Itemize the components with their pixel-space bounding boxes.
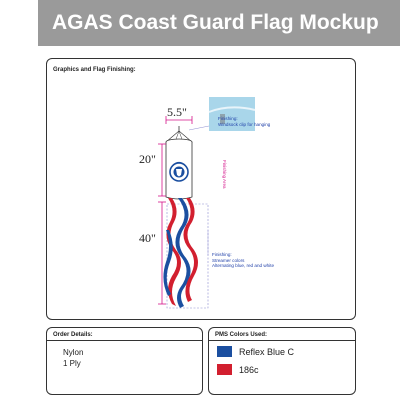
pms-colors-panel: PMS Colors Used: Reflex Blue C 186c <box>208 327 356 395</box>
clip-note-heading: Finishing: <box>218 116 238 121</box>
windsock-clip-photo <box>208 97 256 131</box>
order-details-title: Order Details: <box>53 332 93 338</box>
color-swatch-reflex-blue <box>217 346 232 357</box>
width-dimension <box>165 116 193 124</box>
order-details-panel: Order Details: Nylon 1 Ply <box>46 327 203 395</box>
clip-note-body: Windsock clip for hanging <box>218 121 271 127</box>
graphics-panel-title: Graphics and Flag Finishing: <box>53 67 136 73</box>
body-length-label: 20" <box>139 152 156 166</box>
streamers <box>163 198 198 308</box>
streamer-length-label: 40" <box>139 231 156 245</box>
color-name-186c: 186c <box>239 365 259 375</box>
streamer-length-dimension <box>158 201 166 305</box>
streamer-note-line: Streamer colors <box>212 257 245 263</box>
color-swatch-186c <box>217 364 232 375</box>
body-length-dimension <box>158 143 166 197</box>
streamer-note-heading: Finishing: <box>212 252 232 257</box>
clip-note: Finishing: Windsock clip for hanging <box>218 116 270 127</box>
finishing-area-label: Finishing Area <box>222 160 227 189</box>
streamer-note: Finishing: Streamer colors Alternating b… <box>212 252 274 269</box>
streamer-note-line: Alternating blue, red and white <box>212 263 275 268</box>
pms-colors-divider <box>209 340 355 341</box>
color-name-reflex-blue: Reflex Blue C <box>239 347 295 357</box>
coast-guard-emblem-icon <box>169 161 189 182</box>
width-label: 5.5" <box>167 105 187 119</box>
pms-colors-title: PMS Colors Used: <box>215 332 268 338</box>
clip-leader-line <box>188 125 210 131</box>
streamer-outline <box>166 203 209 309</box>
order-material: Nylon <box>63 348 84 357</box>
graphics-panel: Graphics and Flag Finishing: <box>46 58 356 320</box>
order-ply: 1 Ply <box>63 359 81 368</box>
page-title: AGAS Coast Guard Flag Mockup <box>38 0 400 46</box>
order-details-divider <box>47 340 202 341</box>
